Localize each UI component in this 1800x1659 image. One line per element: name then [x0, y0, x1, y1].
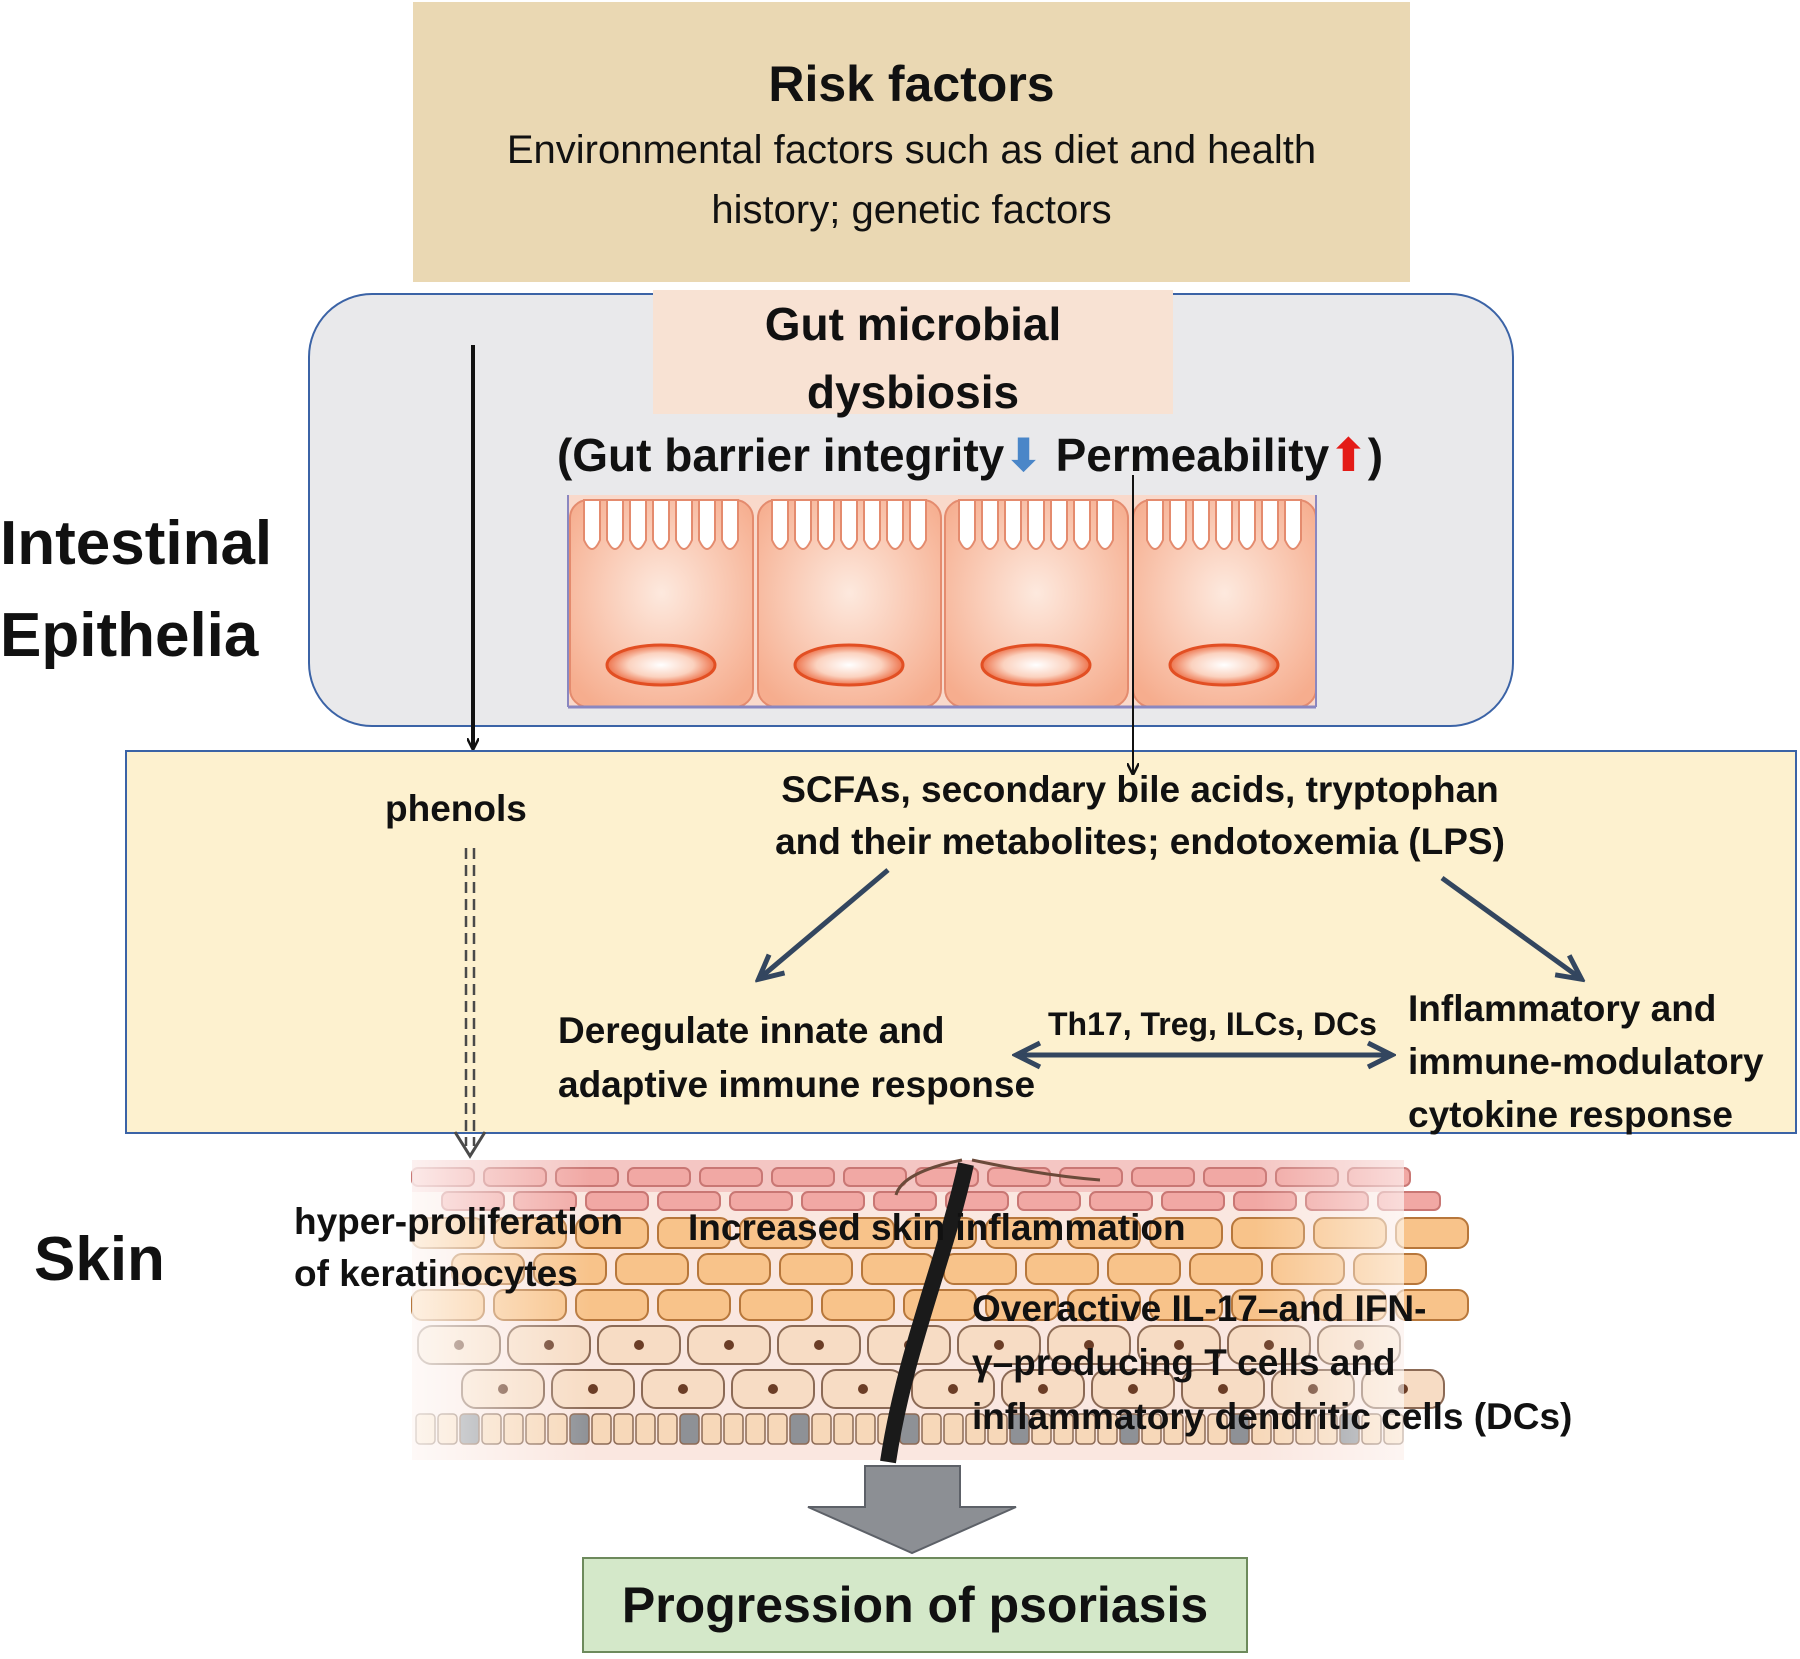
overactive-line-1: Overactive IL-17–and IFN-	[972, 1288, 1427, 1329]
epithelial-cell-2	[757, 499, 942, 708]
skin-label: Skin	[34, 1225, 165, 1294]
dysbiosis-line-2: dysbiosis	[806, 366, 1020, 418]
keratinocyte-proliferation-text: hyper-proliferation of keratinocytes	[294, 1196, 623, 1300]
intestinal-label-line-1: Intestinal	[0, 509, 273, 578]
microvillus	[1169, 499, 1187, 550]
microvillus	[1050, 499, 1068, 550]
nucleus	[980, 643, 1092, 687]
overactive-line-2: γ–producing T cells and	[972, 1342, 1396, 1383]
barrier-permeability-line: (Gut barrier integrity⬇ Permeability⬆)	[520, 427, 1420, 483]
immune-response-text: Deregulate innate and adaptive immune re…	[558, 1004, 1035, 1112]
arrow-up-icon: ⬆	[1329, 429, 1368, 481]
hyper-line-1: hyper-proliferation	[294, 1201, 623, 1242]
barrier-integrity-label: (Gut barrier integrity	[556, 429, 1005, 481]
risk-factors-text: Environmental factors such as diet and h…	[506, 128, 1317, 232]
scfa-line-1: SCFAs, secondary bile acids, tryptophan	[781, 769, 1499, 810]
microvillus	[1238, 499, 1256, 550]
microvillus	[1096, 499, 1114, 550]
microvillus	[1192, 499, 1210, 550]
cytokine-line-3: cytokine response	[1408, 1094, 1733, 1135]
microvillus	[909, 499, 927, 550]
nucleus	[1168, 643, 1280, 687]
to-cytokine-response-arrow	[1440, 875, 1580, 978]
microvillus	[840, 499, 858, 550]
microvillus	[886, 499, 904, 550]
epithelial-cells	[567, 495, 1317, 709]
immune-response-line-2: adaptive immune response	[558, 1064, 1036, 1105]
microvillus	[698, 499, 716, 550]
microvillus	[771, 499, 789, 550]
barrier-close-paren: )	[1367, 429, 1384, 481]
skin-spinous-cell	[1395, 1217, 1469, 1249]
nucleus	[605, 643, 717, 687]
microvillus	[863, 499, 881, 550]
microvillus	[1215, 499, 1233, 550]
metabolites-panel	[125, 750, 1797, 1134]
epithelial-cell-4	[1132, 499, 1317, 708]
cytokine-line-1: Inflammatory and	[1408, 988, 1717, 1029]
microvilli	[583, 499, 1302, 550]
skin-inflammation-text: Increased skin inflammation	[688, 1207, 1186, 1248]
dysbiosis-line-1: Gut microbial	[764, 298, 1062, 350]
microvillus	[1073, 499, 1091, 550]
progression-arrow	[807, 1465, 1017, 1555]
to-immune-response-arrow	[760, 868, 890, 978]
phenols-to-skin-dashed-arrow	[453, 848, 487, 1159]
skin-tissue	[411, 1158, 1469, 1464]
microvillus	[981, 499, 999, 550]
epithelial-cell-3	[944, 499, 1129, 708]
permeability-label: Permeability	[1055, 429, 1330, 481]
overactive-line-3: inflammatory dendritic cells (DCs)	[972, 1396, 1573, 1437]
microvillus	[817, 499, 835, 550]
cytokine-line-2: immune-modulatory	[1408, 1041, 1764, 1082]
scfa-metabolites-text: SCFAs, secondary bile acids, tryptophan …	[740, 764, 1540, 868]
scfa-line-2: and their metabolites; endotoxemia (LPS)	[775, 821, 1505, 862]
microvillus	[606, 499, 624, 550]
overactive-cells-text: Overactive IL-17–and IFN- γ–producing T …	[972, 1282, 1692, 1444]
microvillus	[721, 499, 739, 550]
risk-factors-title: Risk factors	[768, 56, 1055, 112]
cytokine-response-text: Inflammatory and immune-modulatory cytok…	[1408, 982, 1764, 1141]
risk-factors-box: Risk factors Environmental factors such …	[413, 2, 1410, 282]
intestinal-epithelia-label: Intestinal Epithelia	[0, 498, 272, 682]
microvillus	[583, 499, 601, 550]
microvillus	[1004, 499, 1022, 550]
microvillus	[1261, 499, 1279, 550]
nucleus	[793, 643, 905, 687]
microvillus	[1146, 499, 1164, 550]
immune-response-line-1: Deregulate innate and	[558, 1010, 945, 1051]
phenols-label: phenols	[385, 788, 527, 829]
microvillus	[629, 499, 647, 550]
arrow-down-icon: ⬇	[1004, 429, 1043, 481]
gut-dysbiosis-box: Gut microbial dysbiosis	[653, 290, 1173, 418]
microvillus	[958, 499, 976, 550]
immune-cells-label: Th17, Treg, ILCs, DCs	[1048, 1006, 1377, 1042]
microvillus	[1027, 499, 1045, 550]
microvillus	[652, 499, 670, 550]
microvillus	[794, 499, 812, 550]
hyper-line-2: of keratinocytes	[294, 1253, 578, 1294]
microvillus	[675, 499, 693, 550]
intestinal-label-line-2: Epithelia	[0, 601, 259, 670]
microvillus	[1284, 499, 1302, 550]
progression-of-psoriasis-box: Progression of psoriasis	[582, 1557, 1248, 1653]
